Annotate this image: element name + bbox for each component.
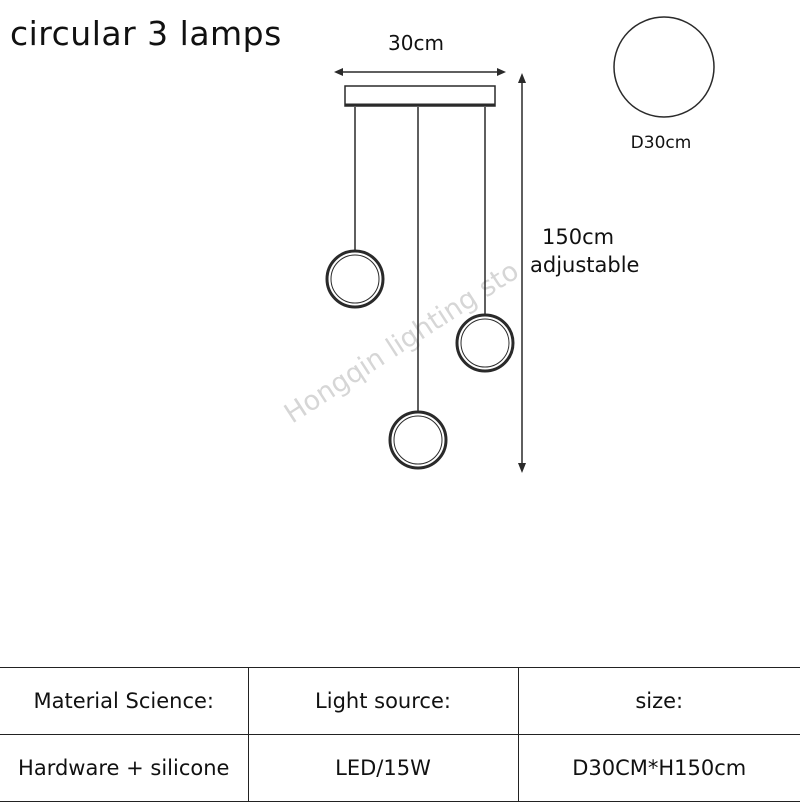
ring-lamp-center [388, 410, 448, 470]
spec-header-row: Material Science: Light source: size: [0, 667, 800, 735]
product-title: circular 3 lamps [10, 14, 282, 53]
light-source-header: Light source: [247, 667, 519, 735]
adjustable-label: adjustable [530, 253, 639, 277]
ceiling-canopy [344, 85, 496, 107]
size-value: D30CM*H150cm [517, 734, 800, 802]
material-header: Material Science: [0, 667, 249, 735]
ring-lamp-left [325, 249, 385, 309]
diameter-label: D30cm [631, 133, 692, 153]
height-label: 150cm [542, 225, 614, 249]
watermark-text: Hongqin lighting sto [279, 255, 525, 430]
ring-lamp-right [455, 313, 515, 373]
lamp-diagram: Hongqin lighting sto 30cm 150cm adjustab… [279, 16, 715, 473]
spec-value-row: Hardware + silicone LED/15W D30CM*H150cm [0, 734, 800, 802]
width-dimension-arrow [334, 68, 506, 76]
width-label: 30cm [388, 31, 444, 55]
top-view-circle [613, 16, 715, 118]
size-header: size: [517, 667, 800, 735]
material-value: Hardware + silicone [0, 734, 249, 802]
height-dimension-arrow [518, 73, 526, 473]
light-source-value: LED/15W [247, 734, 519, 802]
spec-table: Material Science: Light source: size: Ha… [0, 667, 800, 802]
